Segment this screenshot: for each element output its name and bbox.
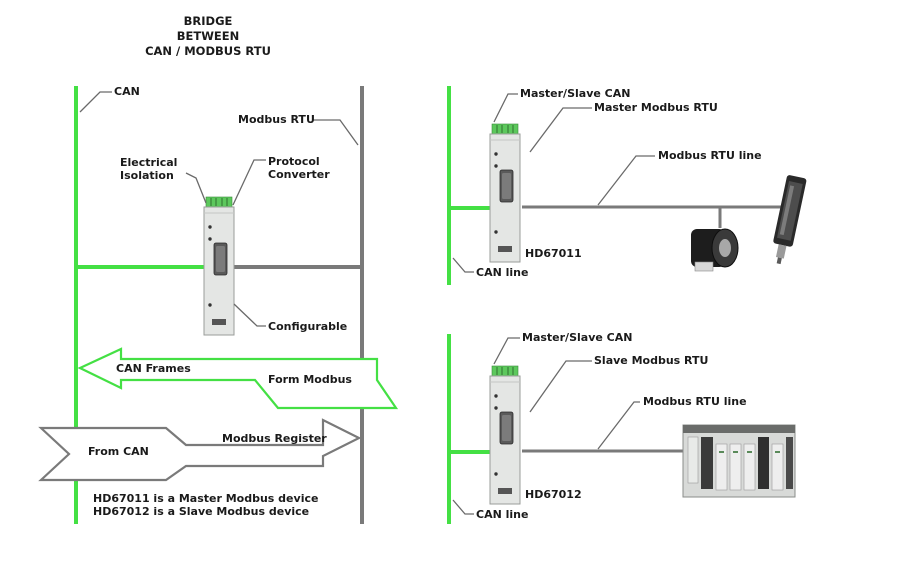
configurable-leader [233, 303, 266, 327]
modbus-label: Modbus RTU [238, 113, 315, 126]
br-label-can: Master/Slave CAN [522, 331, 632, 344]
br-can-line-label: CAN line [476, 508, 528, 521]
sensor-image [773, 175, 807, 265]
arrow-right-text-1: From CAN [88, 445, 149, 458]
title-line-1: BRIDGE [184, 14, 233, 28]
br-device-hd67012 [489, 365, 521, 505]
tr-label-line: Modbus RTU line [658, 149, 762, 162]
modbus-leader [313, 119, 359, 146]
tr-modbus-leader [529, 107, 592, 153]
tr-label-modbus: Master Modbus RTU [594, 101, 718, 114]
note-2: HD67012 is a Slave Modbus device [93, 505, 309, 518]
can-label: CAN [114, 85, 140, 98]
br-canline-leader [452, 499, 474, 515]
configurable-label: Configurable [268, 320, 347, 333]
tr-can-line-label: CAN line [476, 266, 528, 279]
encoder-image [691, 228, 739, 272]
tr-can-leader [493, 93, 518, 123]
br-label-modbus: Slave Modbus RTU [594, 354, 708, 367]
br-modbus-leader [529, 360, 592, 413]
isolation-label-1: Electrical [120, 156, 177, 169]
tr-line-leader [597, 155, 655, 206]
isolation-label-2: Isolation [120, 169, 174, 182]
arrow-to-modbus [38, 418, 362, 482]
br-label-line: Modbus RTU line [643, 395, 747, 408]
arrow-right-text-2: Modbus Register [222, 432, 327, 445]
br-line-leader [597, 401, 640, 450]
arrow-left-text-2: Form Modbus [268, 373, 352, 386]
isolation-leader [185, 172, 207, 204]
tr-label-can: Master/Slave CAN [520, 87, 630, 100]
note-1: HD67011 is a Master Modbus device [93, 492, 318, 505]
protocol-label-1: Protocol [268, 155, 320, 168]
br-device-code: HD67012 [525, 488, 582, 501]
br-can-leader [493, 337, 520, 365]
protocol-leader [232, 159, 266, 206]
title-line-2: BETWEEN [177, 29, 240, 43]
tr-device-code: HD67011 [525, 247, 582, 260]
plc-image [682, 424, 796, 498]
tr-canline-leader [452, 257, 474, 273]
arrow-left-text-1: CAN Frames [116, 362, 191, 375]
title-line-3: CAN / MODBUS RTU [145, 44, 271, 58]
can-leader [79, 91, 112, 113]
tr-device-hd67011 [489, 123, 521, 263]
arrow-to-can [77, 347, 399, 410]
protocol-label-2: Converter [268, 168, 330, 181]
bridge-device [203, 196, 235, 336]
